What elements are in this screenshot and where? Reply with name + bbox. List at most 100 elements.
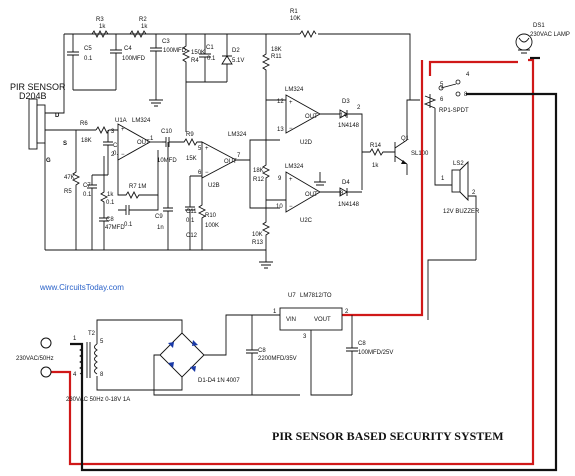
opamp-u2c: + − OUT U2C LM324 9 10 8 xyxy=(276,164,344,224)
svg-text:Q1: Q1 xyxy=(401,136,410,142)
svg-text:100MFD: 100MFD xyxy=(122,56,146,62)
svg-text:D204B: D204B xyxy=(19,91,47,101)
bridge-out-wires xyxy=(153,314,300,396)
svg-text:VOUT: VOUT xyxy=(314,317,331,323)
svg-text:5.1V: 5.1V xyxy=(232,58,244,64)
svg-text:100MFD: 100MFD xyxy=(163,48,187,54)
lamp-feed-wire xyxy=(428,60,518,76)
svg-text:3: 3 xyxy=(303,334,307,340)
transistor-q1: Q1 SL100 xyxy=(394,99,429,175)
resistor-r9: R9 15K xyxy=(180,132,202,162)
diode-d4: D4 1N4148 xyxy=(338,180,362,208)
svg-text:230VAC LAMP: 230VAC LAMP xyxy=(530,32,570,38)
svg-text:R13: R13 xyxy=(252,240,264,246)
svg-text:6: 6 xyxy=(198,170,202,176)
svg-text:LM7812/TO: LM7812/TO xyxy=(300,293,332,299)
buzzer-ls2: LS2 12V BUZZER 1 2 xyxy=(441,160,480,215)
svg-text:U1A: U1A xyxy=(115,118,127,124)
svg-text:D3: D3 xyxy=(342,99,350,105)
capacitor-c6: C6 0.1 xyxy=(103,130,122,157)
svg-text:T2: T2 xyxy=(88,331,96,337)
svg-text:6: 6 xyxy=(440,97,444,103)
svg-text:C6: C6 xyxy=(113,143,121,149)
svg-text:100MFD/25V: 100MFD/25V xyxy=(358,350,393,356)
svg-text:D: D xyxy=(55,113,60,119)
svg-text:0.1: 0.1 xyxy=(84,56,93,62)
svg-text:D4: D4 xyxy=(342,180,350,186)
svg-text:47MFD: 47MFD xyxy=(105,225,125,231)
ground-symbol xyxy=(259,261,273,269)
svg-text:150K: 150K xyxy=(191,50,205,56)
resistor-r13: 10K R13 xyxy=(252,200,271,262)
svg-text:C11: C11 xyxy=(186,209,197,215)
svg-text:S: S xyxy=(63,141,67,147)
svg-text:R2: R2 xyxy=(139,17,147,23)
website-link[interactable]: www.CircuitsToday.com xyxy=(39,283,124,292)
svg-text:−: − xyxy=(121,152,125,158)
svg-text:1N4148: 1N4148 xyxy=(338,202,360,208)
svg-text:OUT: OUT xyxy=(137,140,150,146)
svg-text:0.1: 0.1 xyxy=(83,192,92,198)
svg-text:10MFD: 10MFD xyxy=(157,158,177,164)
svg-text:C4: C4 xyxy=(124,46,132,52)
svg-text:1N4148: 1N4148 xyxy=(338,123,360,129)
relay-to-buzzer xyxy=(434,108,452,186)
ground-symbol xyxy=(149,99,163,107)
svg-text:0.1: 0.1 xyxy=(207,56,216,62)
svg-text:DS1: DS1 xyxy=(533,23,545,29)
resistor-r11: 18K R11 xyxy=(261,34,282,100)
svg-text:C8: C8 xyxy=(106,217,114,223)
opamp-u2d: + − OUT U2D LM324 12 13 14 xyxy=(277,87,347,146)
svg-text:C8: C8 xyxy=(258,348,266,354)
relay-rp1: 5 4 6 8 RP1-SPDT xyxy=(423,72,470,114)
svg-text:R11: R11 xyxy=(271,54,282,60)
svg-text:+: + xyxy=(289,177,293,183)
svg-text:15K: 15K xyxy=(186,156,197,162)
u2b-out-wire xyxy=(236,139,280,209)
ladder-wire xyxy=(92,156,109,176)
svg-text:230VAC 50Hz 0-18V 1A: 230VAC 50Hz 0-18V 1A xyxy=(66,397,130,403)
svg-text:100K: 100K xyxy=(205,223,219,229)
svg-text:+: + xyxy=(205,146,209,152)
svg-text:D2: D2 xyxy=(232,48,240,54)
svg-text:1n: 1n xyxy=(157,225,164,231)
mains-neutral-wire xyxy=(70,92,558,472)
svg-text:LM324: LM324 xyxy=(285,164,304,170)
svg-text:R6: R6 xyxy=(80,121,88,127)
r1-to-relay-wire xyxy=(318,33,411,100)
capacitor-c8: C8 47MFD xyxy=(99,212,125,250)
svg-text:7: 7 xyxy=(237,153,241,159)
buzzer-return xyxy=(468,195,477,260)
svg-text:C9: C9 xyxy=(155,214,163,220)
svg-text:VIN: VIN xyxy=(286,317,296,323)
svg-text:C12: C12 xyxy=(186,233,198,239)
svg-text:5: 5 xyxy=(198,146,202,152)
svg-text:1: 1 xyxy=(150,136,154,142)
dc-supply-wire xyxy=(342,60,424,317)
svg-text:PIR SENSOR: PIR SENSOR xyxy=(10,82,66,92)
svg-text:1: 1 xyxy=(441,176,445,182)
svg-text:1k: 1k xyxy=(99,24,106,30)
diode-d3: D3 1N4148 2 xyxy=(338,99,363,190)
regulator-ground xyxy=(310,330,352,396)
svg-text:8: 8 xyxy=(340,191,344,197)
ref-node-wire xyxy=(185,81,227,132)
resistor-r5: 47K R5 xyxy=(64,130,81,250)
capacitor-output: C8 100MFD/25V xyxy=(346,315,393,395)
lamp-ds1: DS1 230VAC LAMP xyxy=(515,23,570,54)
svg-text:1: 1 xyxy=(273,309,277,315)
opamp-u2b: + − OUT U2B 5 6 7 xyxy=(198,141,241,189)
svg-text:LM324: LM324 xyxy=(228,132,247,138)
svg-text:10K: 10K xyxy=(290,16,301,22)
svg-text:C8: C8 xyxy=(358,341,366,347)
capacitor-c11: C11 0.1 C12 xyxy=(185,176,198,250)
mains-terminal-1 xyxy=(40,337,52,349)
svg-text:10K: 10K xyxy=(252,232,263,238)
svg-text:+: + xyxy=(121,127,125,133)
page-title: PIR SENSOR BASED SECURITY SYSTEM xyxy=(272,429,504,443)
svg-text:OUT: OUT xyxy=(305,192,318,198)
svg-text:12: 12 xyxy=(277,99,284,105)
resistor-r8: 1k 0.1 xyxy=(100,156,115,212)
